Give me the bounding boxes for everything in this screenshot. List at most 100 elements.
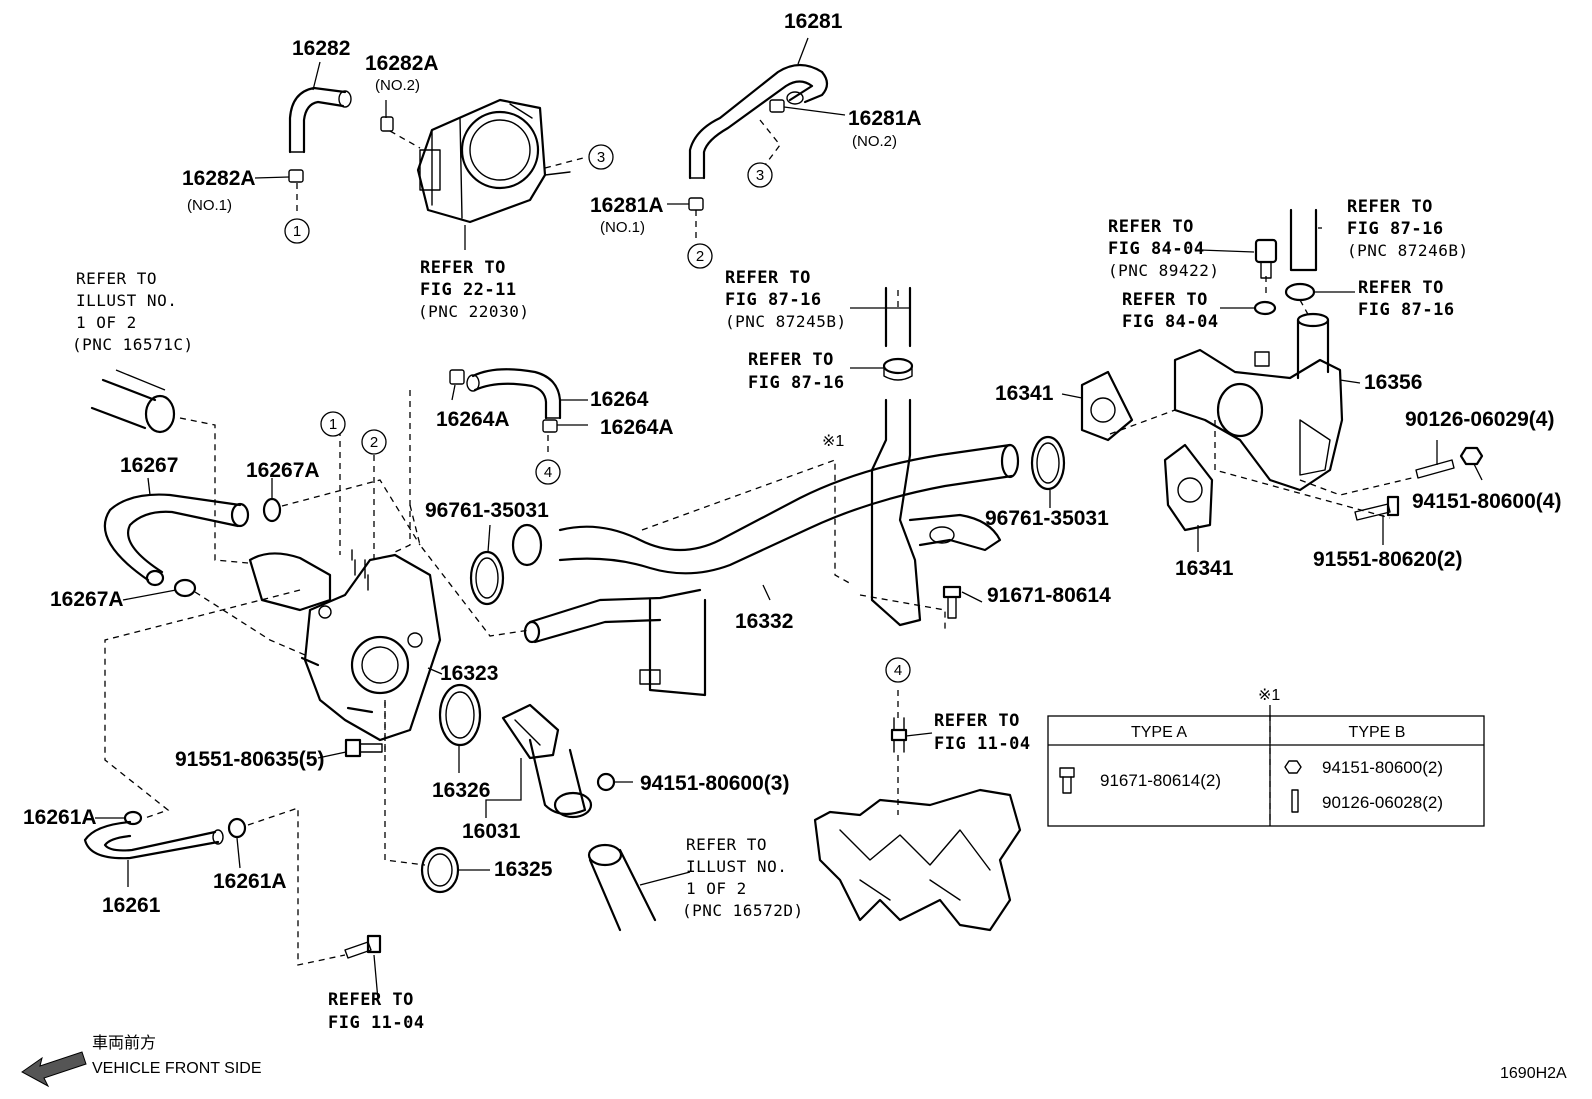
label-91551-80620: 91551-80620(2) bbox=[1313, 548, 1462, 571]
svg-text:REFER TO: REFER TO bbox=[748, 350, 834, 370]
table-col-type-a: TYPE A bbox=[1131, 724, 1187, 741]
o-ring-96761-left[interactable] bbox=[469, 550, 505, 606]
bolt-91551-80620[interactable] bbox=[1354, 495, 1400, 521]
hose-16281[interactable] bbox=[688, 63, 829, 180]
stud-90126-06029[interactable] bbox=[1415, 459, 1455, 479]
hose-16261[interactable] bbox=[83, 820, 224, 860]
label-16325: 16325 bbox=[494, 858, 553, 881]
clamp-16281A-no2[interactable] bbox=[769, 99, 785, 113]
o-ring-16325[interactable] bbox=[420, 846, 460, 894]
svg-text:REFER TO: REFER TO bbox=[420, 258, 506, 278]
label-16356: 16356 bbox=[1364, 371, 1422, 394]
clamp-16264A-upper[interactable] bbox=[449, 369, 465, 385]
bolt-91671-80614[interactable] bbox=[942, 585, 962, 619]
svg-text:VEHICLE FRONT SIDE: VEHICLE FRONT SIDE bbox=[92, 1060, 262, 1077]
svg-text:FIG 87-16: FIG 87-16 bbox=[1347, 219, 1444, 239]
label-16267A-b: 16267A bbox=[50, 588, 124, 611]
hose-illust-16572D[interactable] bbox=[587, 843, 657, 932]
water-outlet-16356[interactable] bbox=[1173, 312, 1344, 492]
bolt-fig-11-04-lower[interactable] bbox=[344, 934, 382, 959]
hose-16267[interactable] bbox=[103, 493, 250, 587]
svg-text:4: 4 bbox=[544, 464, 552, 481]
clamp-16267A-upper[interactable] bbox=[262, 497, 282, 523]
clamp-16261A-right[interactable] bbox=[227, 817, 247, 839]
bolt-91551-80635[interactable] bbox=[344, 738, 383, 758]
marker-1-upper: 1 bbox=[284, 218, 310, 244]
clamp-16282A-no1[interactable] bbox=[288, 169, 304, 183]
svg-text:REFER TO: REFER TO bbox=[1358, 278, 1444, 298]
water-pipe-16332[interactable] bbox=[511, 398, 1020, 697]
marker-1-lower: 1 bbox=[320, 411, 346, 437]
clamp-16281A-no1[interactable] bbox=[688, 197, 704, 211]
label-no2-b: (NO.2) bbox=[852, 133, 897, 150]
label-94151-80600-3: 94151-80600(3) bbox=[640, 772, 789, 795]
ref-fig-87-16-b: REFER TO FIG 87-16 bbox=[748, 350, 845, 393]
nut-icon-type-b bbox=[1284, 760, 1302, 774]
label-90126-06029: 90126-06029(4) bbox=[1405, 408, 1554, 431]
note-mark: ※1 bbox=[822, 433, 844, 450]
svg-text:ILLUST NO.: ILLUST NO. bbox=[76, 291, 177, 310]
front-arrow-icon bbox=[21, 1051, 87, 1088]
svg-text:4: 4 bbox=[894, 662, 902, 679]
gasket-16341-upper[interactable] bbox=[1080, 370, 1134, 442]
svg-text:車両前方: 車両前方 bbox=[92, 1034, 156, 1052]
svg-text:(PNC 16571C): (PNC 16571C) bbox=[72, 335, 194, 354]
ref-fig-22-11: REFER TO FIG 22-11 (PNC 22030) bbox=[418, 258, 529, 321]
svg-text:1: 1 bbox=[329, 416, 337, 433]
hose-87245B[interactable] bbox=[884, 286, 912, 348]
stud-fig-11-04[interactable] bbox=[890, 717, 908, 753]
clamp-16261A-left[interactable] bbox=[123, 810, 143, 826]
svg-text:FIG 11-04: FIG 11-04 bbox=[934, 734, 1031, 754]
svg-text:(PNC 87246B): (PNC 87246B) bbox=[1347, 241, 1469, 260]
svg-text:1 OF 2: 1 OF 2 bbox=[76, 313, 137, 332]
table-type-b-part1: 94151-80600(2) bbox=[1322, 758, 1443, 777]
svg-text:1: 1 bbox=[293, 223, 301, 240]
clamp-87-16-center[interactable] bbox=[882, 357, 914, 381]
throttle-body[interactable] bbox=[416, 98, 571, 224]
hose-16282[interactable] bbox=[288, 86, 352, 154]
o-ring-16326[interactable] bbox=[438, 683, 482, 747]
water-pump-16323[interactable] bbox=[248, 549, 442, 742]
sensor-89422[interactable] bbox=[1254, 238, 1278, 279]
clamp-16282A-no2[interactable] bbox=[380, 116, 394, 132]
washer-sensor[interactable] bbox=[1253, 300, 1277, 316]
svg-text:3: 3 bbox=[597, 149, 605, 166]
label-16267: 16267 bbox=[120, 454, 178, 477]
table-mark: ※1 bbox=[1258, 687, 1280, 704]
label-16261A-b: 16261A bbox=[213, 870, 287, 893]
nut-94151-80600-3[interactable] bbox=[596, 772, 616, 792]
label-no2-a: (NO.2) bbox=[375, 77, 420, 94]
marker-3-left: 3 bbox=[588, 144, 614, 170]
nut-94151-80600-4[interactable] bbox=[1459, 446, 1484, 466]
label-94151-80600-4: 94151-80600(4) bbox=[1412, 490, 1561, 513]
label-16281A-no2: 16281A bbox=[848, 107, 922, 130]
clamp-16267A-lower[interactable] bbox=[173, 578, 197, 598]
svg-text:REFER TO: REFER TO bbox=[328, 990, 414, 1010]
svg-text:FIG 84-04: FIG 84-04 bbox=[1122, 312, 1219, 332]
o-ring-96761-right[interactable] bbox=[1030, 435, 1066, 491]
ref-fig-87-16-c: REFER TO FIG 87-16 (PNC 87246B) bbox=[1347, 197, 1469, 260]
ref-fig-87-16-a: REFER TO FIG 87-16 (PNC 87245B) bbox=[725, 268, 847, 331]
diagram-code: 1690H2A bbox=[1500, 1065, 1567, 1082]
label-16267A-a: 16267A bbox=[246, 459, 320, 482]
svg-text:1 OF 2: 1 OF 2 bbox=[686, 879, 747, 898]
label-16326: 16326 bbox=[432, 779, 490, 802]
marker-3-right: 3 bbox=[747, 162, 773, 188]
label-91671-80614: 91671-80614 bbox=[987, 584, 1111, 607]
svg-text:(PNC 87245B): (PNC 87245B) bbox=[725, 312, 847, 331]
ref-fig-11-04-b: REFER TO FIG 11-04 bbox=[328, 990, 424, 1033]
dashed-connection-lines bbox=[104, 119, 1413, 966]
water-inlet-16031[interactable] bbox=[501, 703, 593, 819]
ref-fig-87-16-d: REFER TO FIG 87-16 bbox=[1358, 278, 1454, 320]
label-16261: 16261 bbox=[102, 894, 161, 917]
svg-text:FIG 87-16: FIG 87-16 bbox=[748, 373, 845, 393]
svg-text:REFER TO: REFER TO bbox=[1347, 197, 1433, 217]
gasket-16341-lower[interactable] bbox=[1163, 443, 1214, 532]
hose-illust-16571C[interactable] bbox=[90, 378, 176, 434]
clamp-87-16-right[interactable] bbox=[1284, 282, 1316, 302]
clamp-16264A-lower[interactable] bbox=[542, 419, 558, 433]
svg-text:FIG 87-16: FIG 87-16 bbox=[725, 290, 822, 310]
hose-16264[interactable] bbox=[466, 368, 562, 420]
hose-87246B[interactable] bbox=[1289, 208, 1318, 272]
label-16341-a: 16341 bbox=[995, 382, 1054, 405]
